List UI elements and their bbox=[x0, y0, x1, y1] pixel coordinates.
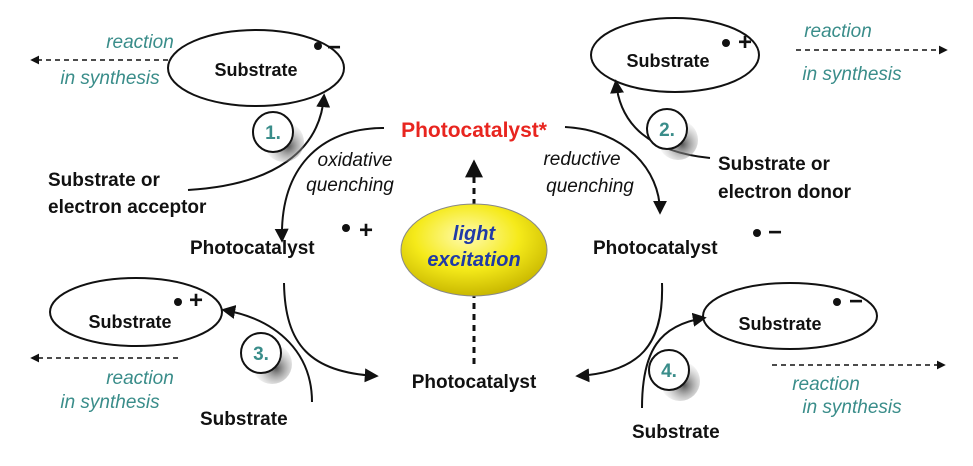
cycle3-reaction-line1: reaction bbox=[106, 368, 174, 389]
cycle2-number-circle bbox=[646, 108, 688, 150]
cycle2-charge: + bbox=[738, 29, 752, 56]
cycle4-reaction-line2: in synthesis bbox=[802, 397, 902, 418]
photocatalyst-excited-label: Photocatalyst* bbox=[401, 119, 548, 142]
cycle1-reagent-line1: Substrate or bbox=[48, 170, 161, 191]
cycle2-reaction-line2: in synthesis bbox=[802, 64, 902, 85]
cycle2-substrate-label: Substrate bbox=[626, 51, 709, 71]
cycle4-reagent-curve bbox=[641, 312, 707, 409]
cycle1-quench-line2: quenching bbox=[306, 175, 394, 196]
cycle4-reaction-line1: reaction bbox=[792, 374, 860, 395]
cycle1-charge: − bbox=[327, 34, 341, 61]
cycle1-substrate-ellipse bbox=[167, 29, 345, 107]
cycle3-number-circle bbox=[240, 332, 282, 374]
cycle2-reagent-curve bbox=[610, 79, 711, 159]
cycle1-main-curve bbox=[274, 127, 385, 243]
cycle1-number: 1. bbox=[265, 123, 281, 144]
cycle1-substrate-label: Substrate bbox=[214, 60, 297, 80]
light-excitation-ellipse bbox=[400, 203, 548, 297]
cycle2-product-label: Photocatalyst bbox=[593, 238, 718, 259]
cycle2-radical-dot bbox=[722, 39, 730, 47]
cycle2-number: 2. bbox=[659, 120, 675, 141]
cycle1-product-label: Photocatalyst bbox=[190, 238, 315, 259]
cycle1-quench-line1: oxidative bbox=[318, 150, 393, 171]
cycle2-product-radical-dot bbox=[753, 229, 761, 237]
cycle3-charge: + bbox=[189, 287, 203, 314]
cycle4-number-circle bbox=[648, 349, 690, 391]
cycle4-reagent-label: Substrate bbox=[632, 422, 720, 443]
cycle3-main-curve bbox=[283, 282, 379, 383]
cycle4-number: 4. bbox=[661, 361, 677, 382]
cycle1-radical-dot bbox=[314, 42, 322, 50]
cycle2-reaction-line1: reaction bbox=[804, 21, 872, 42]
cycle1-product-charge: + bbox=[359, 217, 373, 244]
light-text-line1: light bbox=[453, 223, 497, 245]
cycle1-product-radical-dot bbox=[342, 224, 350, 232]
cycle2-product-charge: − bbox=[768, 219, 782, 246]
cycle3-reaction-line2: in synthesis bbox=[60, 392, 160, 413]
cycle2-substrate-ellipse bbox=[590, 17, 760, 93]
cycle4-main-curve bbox=[575, 282, 664, 383]
cycle4-charge: − bbox=[849, 288, 863, 315]
cycle1-number-circle bbox=[252, 111, 294, 153]
cycle1-reagent-line2: electron acceptor bbox=[48, 197, 207, 218]
cycle1-reaction-line2: in synthesis bbox=[60, 68, 160, 89]
cycle3-reagent-curve bbox=[221, 305, 313, 403]
cycle2-quench-line2: quenching bbox=[546, 176, 634, 197]
cycle4-substrate-label: Substrate bbox=[738, 314, 821, 334]
cycle3-substrate-label: Substrate bbox=[88, 312, 171, 332]
cycle4-radical-dot bbox=[833, 298, 841, 306]
photocatalyst-ground-label: Photocatalyst bbox=[412, 372, 537, 393]
cycle2-quench-line1: reductive bbox=[543, 149, 620, 170]
cycle3-radical-dot bbox=[174, 298, 182, 306]
cycle2-main-curve bbox=[564, 126, 667, 215]
cycle2-reagent-line2: electron donor bbox=[718, 182, 852, 203]
cycle3-number: 3. bbox=[253, 344, 269, 365]
cycle1-reaction-line1: reaction bbox=[106, 32, 174, 53]
cycle3-reagent-label: Substrate bbox=[200, 409, 288, 430]
light-text-line2: excitation bbox=[427, 249, 520, 271]
cycle2-reagent-line1: Substrate or bbox=[718, 154, 831, 175]
